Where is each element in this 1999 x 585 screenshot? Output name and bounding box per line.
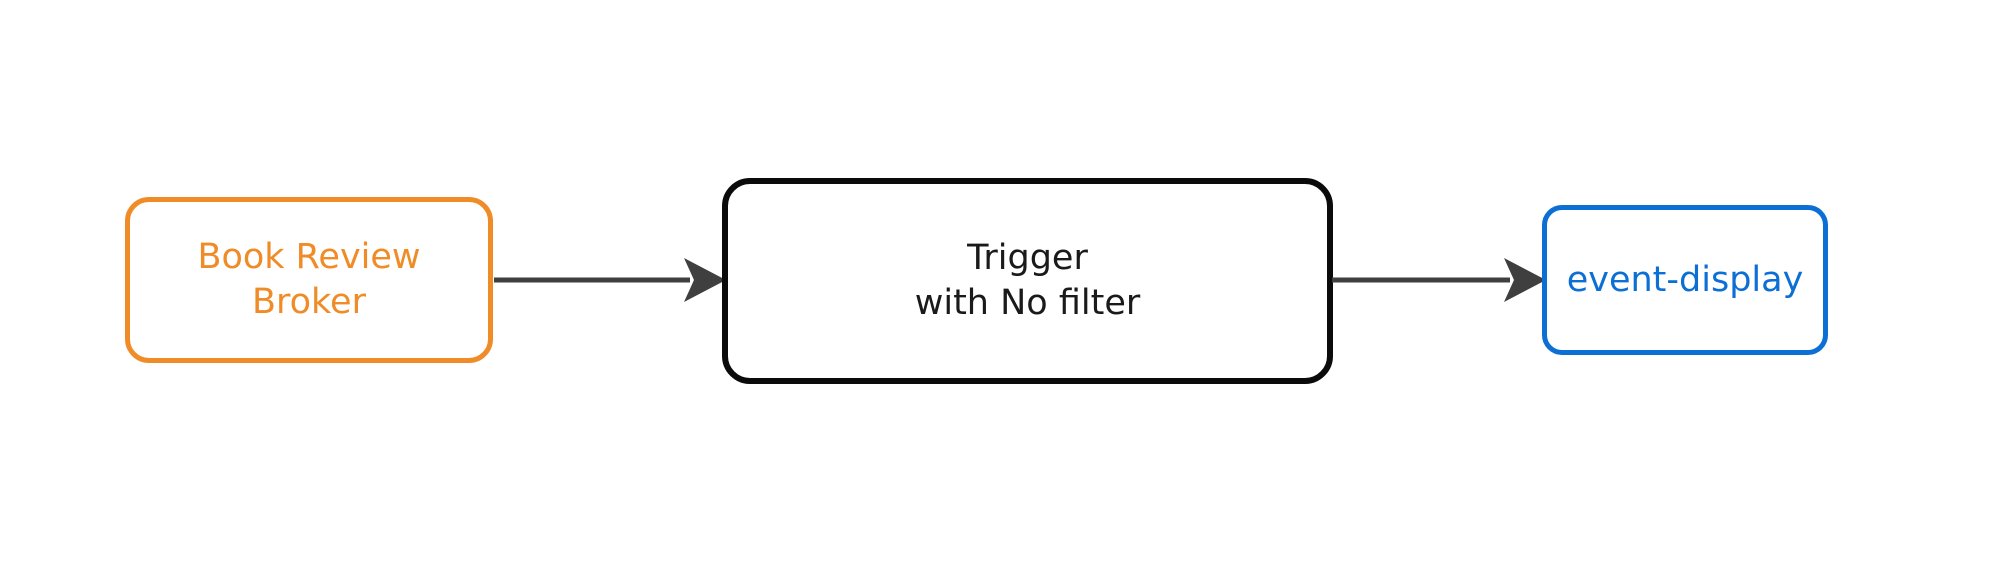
node-trigger-with-no-filter[interactable]: Trigger with No filter: [722, 178, 1333, 384]
edge-trigger-to-event-display: [1332, 250, 1546, 310]
node-trigger-label: Trigger with No filter: [914, 238, 1141, 323]
node-event-display[interactable]: event-display: [1542, 205, 1828, 355]
node-book-review-broker[interactable]: Book Review Broker: [125, 197, 493, 363]
node-sink-label: event-display: [1566, 259, 1804, 300]
edge-broker-to-trigger: [494, 250, 726, 310]
node-source-label: Book Review Broker: [197, 237, 421, 322]
arrowhead-icon: [684, 258, 726, 302]
arrowhead-icon: [1504, 258, 1546, 302]
